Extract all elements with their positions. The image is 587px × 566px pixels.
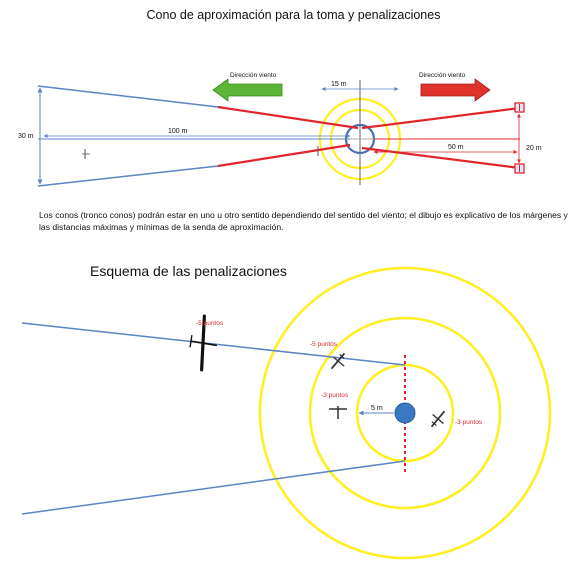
glider-icon [189, 314, 218, 372]
dim-5m-label: 5 m [371, 405, 383, 412]
glider-icon [329, 406, 347, 419]
glider-icon [330, 352, 346, 370]
penalty-scheme-diagram: 5 m -5 puntos -5 puntos -3 puntos -3 pun… [21, 266, 552, 560]
cone-left-top [37, 85, 219, 108]
penalty-label: -5 puntos [310, 341, 338, 348]
penalty-label: -3 puntos [321, 392, 349, 399]
dim-100m-label: 100 m [168, 128, 188, 135]
red-right-top [361, 106, 521, 130]
penalty-label: -3 puntos [455, 419, 483, 426]
dim-30m-label: 30 m [18, 133, 34, 140]
explanation-caption: Los conos (tronco conos) podrán estar en… [39, 210, 568, 232]
penalty-ring-outer [258, 266, 552, 560]
wind-right-label: Dirección viento [419, 72, 466, 79]
penalty-cone-bottom [21, 460, 406, 515]
diagram-title: Cono de aproximación para la toma y pena… [146, 8, 441, 22]
penalty-ring-middle [308, 316, 502, 510]
target-disk [394, 402, 416, 424]
wind-arrow-right [420, 78, 491, 102]
red-left-top [217, 105, 359, 130]
penalty-cone-top [21, 322, 406, 366]
scheme-title: Esquema de las penalizaciones [90, 263, 287, 279]
dim-15m-label: 15 m [331, 81, 347, 88]
wind-left-label: Dirección viento [230, 72, 277, 79]
dim-20m-label: 20 m [526, 145, 542, 152]
dim-50m-label: 50 m [448, 144, 464, 151]
penalty-label: -5 puntos [196, 320, 224, 327]
approach-cone-diagram: 30 m 100 m 15 m 50 m 20 m Dirección vien… [18, 72, 542, 187]
red-right-bottom [361, 146, 521, 170]
cone-left-bottom [37, 165, 219, 187]
wind-arrow-left [212, 78, 283, 102]
glider-icon [430, 410, 446, 428]
red-left-bottom [217, 143, 351, 168]
